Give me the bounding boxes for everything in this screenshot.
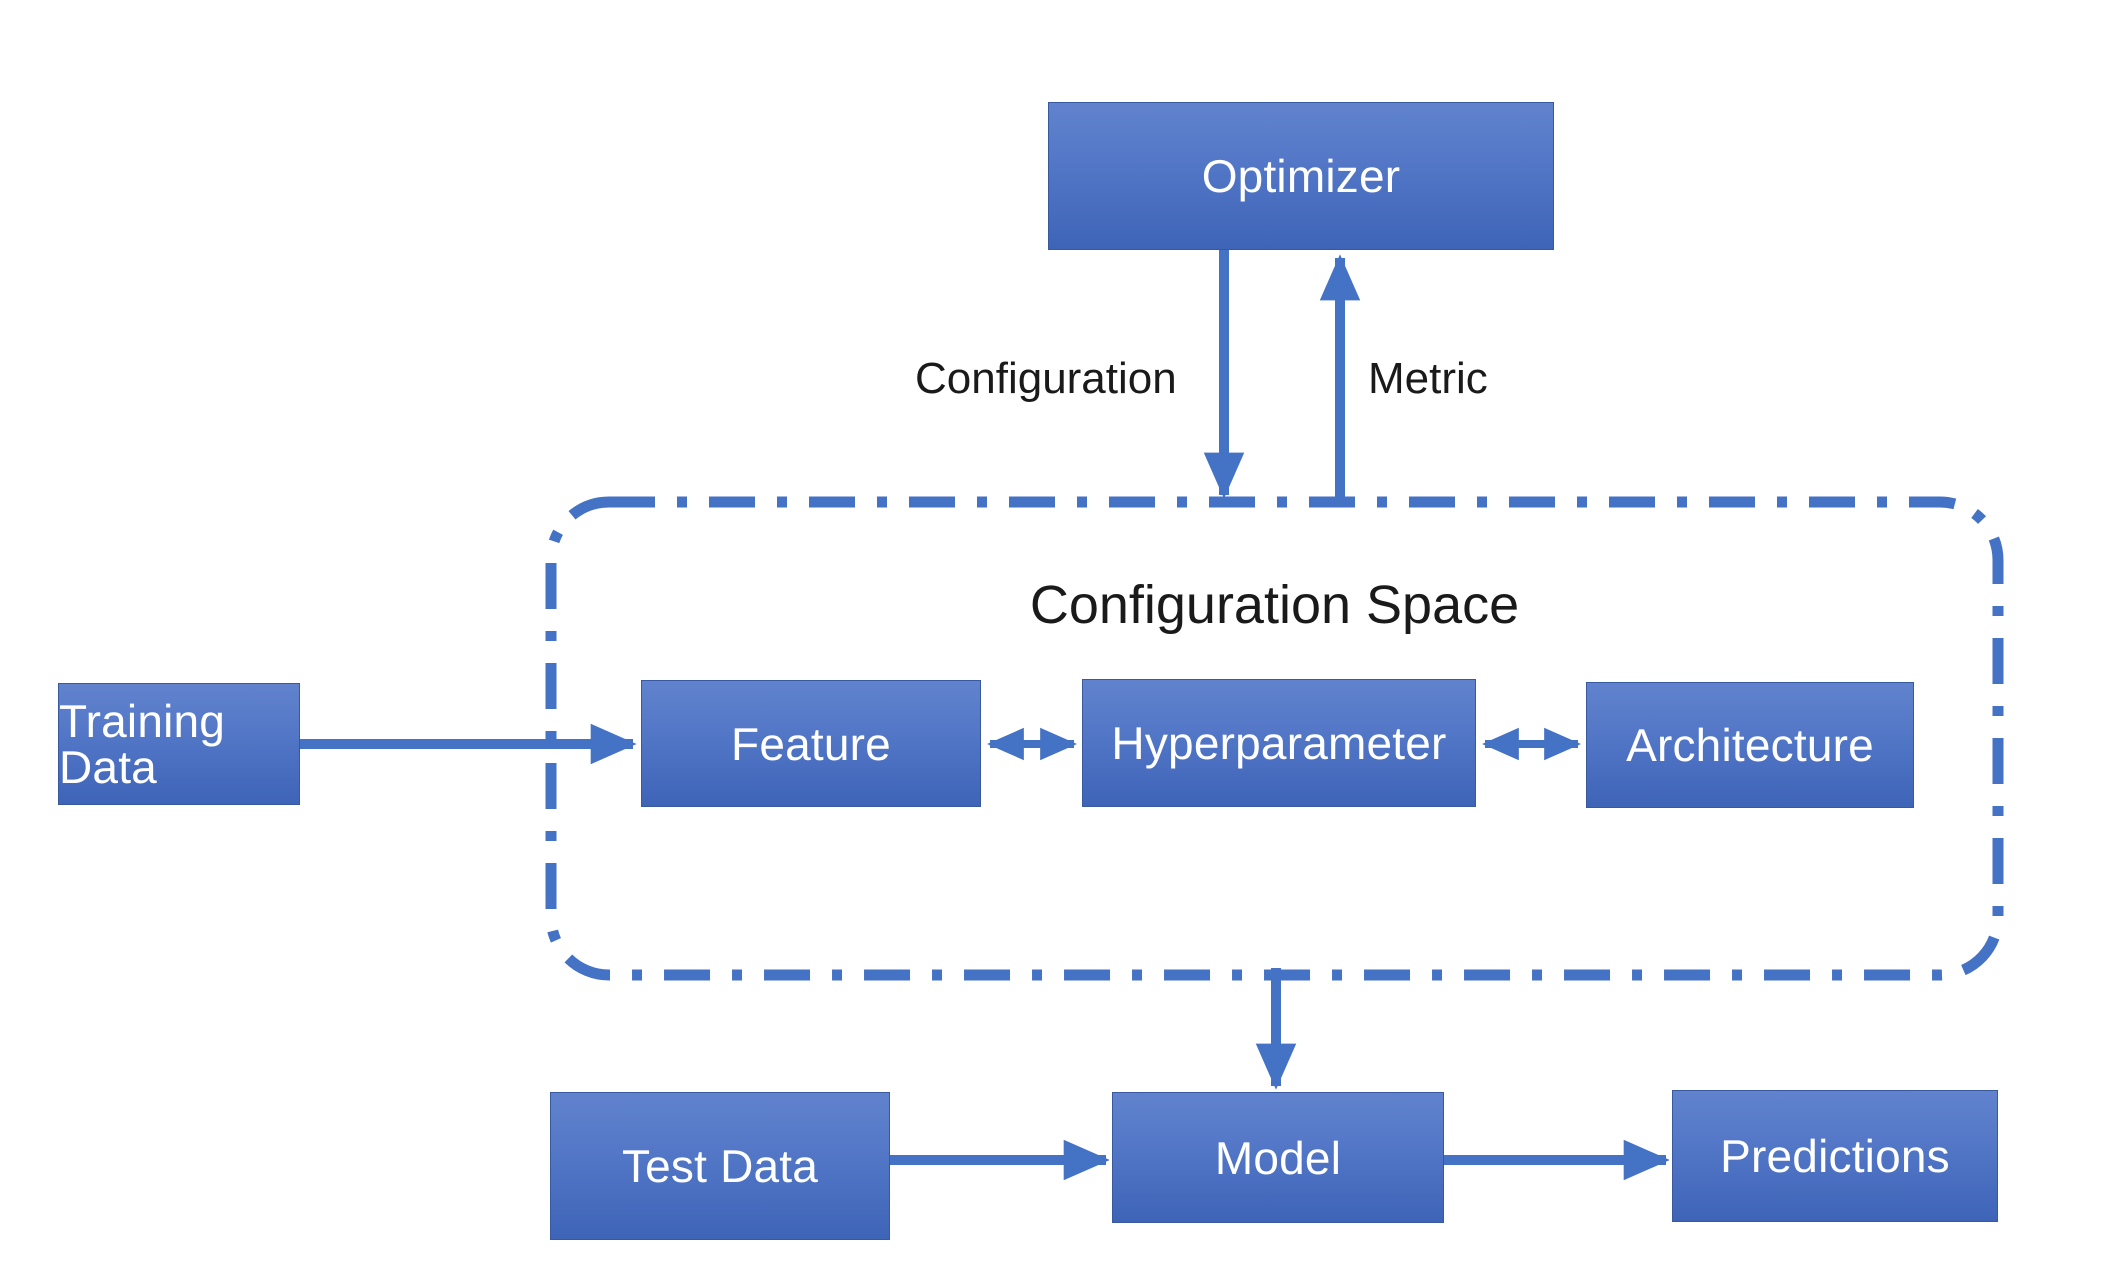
node-hyperparameter-label: Hyperparameter — [1111, 717, 1447, 769]
edge-label-configuration-text: Configuration — [915, 354, 1177, 403]
edge-label-configuration: Configuration — [915, 357, 1177, 401]
node-optimizer-label: Optimizer — [1201, 150, 1401, 202]
node-architecture[interactable]: Architecture — [1586, 682, 1914, 808]
node-predictions-label: Predictions — [1720, 1130, 1950, 1182]
node-feature[interactable]: Feature — [641, 680, 981, 807]
node-test-data[interactable]: Test Data — [550, 1092, 890, 1240]
node-test-data-label: Test Data — [621, 1140, 819, 1192]
node-architecture-label: Architecture — [1626, 719, 1874, 771]
edge-label-metric-text: Metric — [1368, 354, 1488, 403]
node-training-data[interactable]: Training Data — [58, 683, 300, 805]
configuration-space-title-text: Configuration Space — [1029, 575, 1520, 635]
node-hyperparameter[interactable]: Hyperparameter — [1082, 679, 1476, 807]
node-optimizer[interactable]: Optimizer — [1048, 102, 1554, 250]
configuration-space-title: Configuration Space — [551, 578, 1998, 632]
node-predictions[interactable]: Predictions — [1672, 1090, 1998, 1222]
node-feature-label: Feature — [731, 717, 891, 770]
node-model-label: Model — [1214, 1131, 1342, 1184]
edge-label-metric: Metric — [1368, 357, 1488, 401]
node-model[interactable]: Model — [1112, 1092, 1444, 1223]
node-training-data-label: Training Data — [59, 695, 226, 793]
